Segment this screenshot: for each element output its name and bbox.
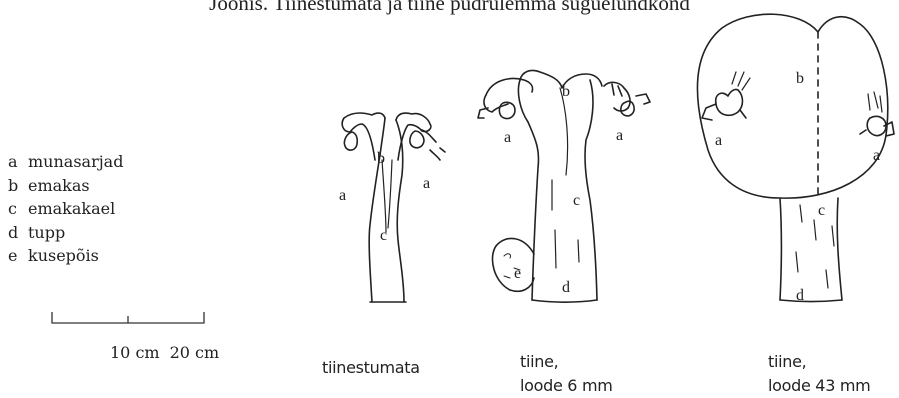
- label-a: a: [423, 175, 430, 192]
- label-d: d: [562, 279, 570, 296]
- label-a: a: [504, 129, 511, 146]
- label-c: c: [818, 202, 825, 219]
- caption-line: loode 6 mm: [520, 374, 613, 398]
- uterus-drawing-nonpregnant: a a b c: [339, 113, 445, 302]
- label-a: a: [873, 147, 880, 164]
- label-a: a: [715, 132, 722, 149]
- label-b: b: [562, 83, 570, 100]
- label-c: c: [380, 227, 387, 244]
- caption-6mm: tiine, loode 6 mm: [520, 350, 613, 398]
- label-e: e: [514, 265, 521, 282]
- uterus-drawing-6mm: a a b c d e: [478, 70, 650, 302]
- caption-nonpregnant: tiinestumata: [322, 356, 420, 380]
- label-a: a: [616, 127, 623, 144]
- label-d: d: [796, 287, 804, 304]
- label-b: b: [796, 70, 804, 87]
- label-b: b: [377, 150, 385, 167]
- caption-43mm: tiine, loode 43 mm: [768, 350, 870, 398]
- uterus-drawing-43mm: a a b c d: [697, 14, 894, 304]
- caption-line: tiinestumata: [322, 356, 420, 380]
- label-c: c: [573, 192, 580, 209]
- caption-line: tiine,: [768, 350, 870, 374]
- caption-line: tiine,: [520, 350, 613, 374]
- caption-line: loode 43 mm: [768, 374, 870, 398]
- label-a: a: [339, 187, 346, 204]
